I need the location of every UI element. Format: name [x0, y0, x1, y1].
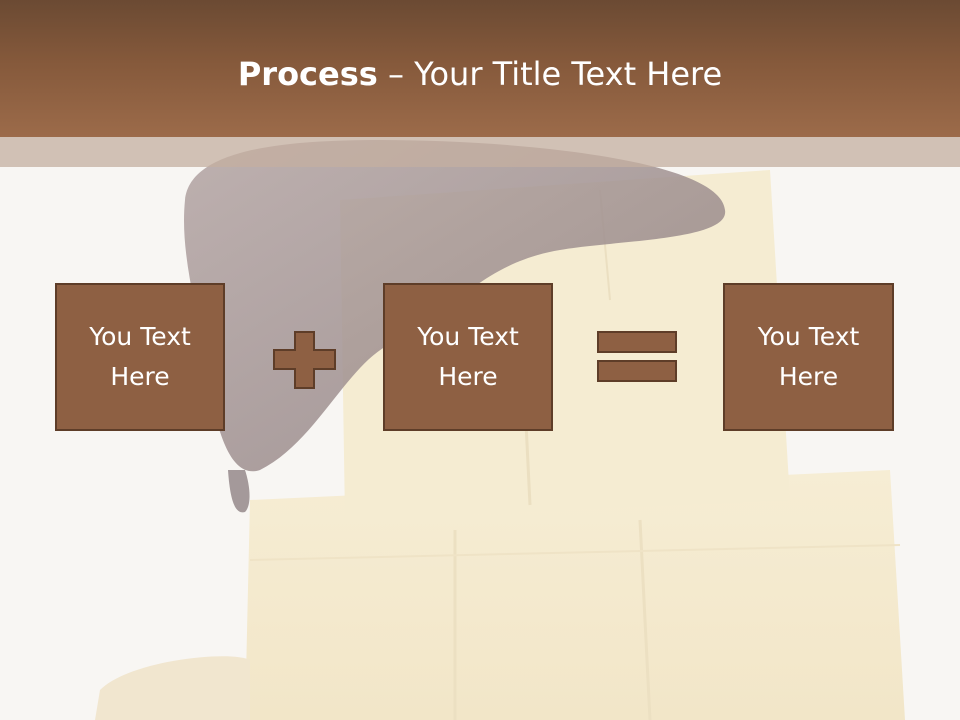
slide-title[interactable]: Process – Your Title Text Here: [0, 52, 960, 96]
process-box-3[interactable]: You Text Here: [723, 283, 894, 431]
process-box-label: You Text Here: [89, 322, 191, 391]
process-box-label: You Text Here: [417, 322, 519, 391]
title-bar: [0, 0, 960, 137]
equals-icon: [597, 331, 677, 382]
process-box-2[interactable]: You Text Here: [383, 283, 553, 431]
process-box-1[interactable]: You Text Here: [55, 283, 225, 431]
process-box-label: You Text Here: [757, 322, 860, 391]
title-rest-part: – Your Title Text Here: [377, 55, 723, 93]
plus-icon: [273, 331, 336, 389]
title-accent-strip: [0, 137, 960, 167]
title-bold-part: Process: [237, 55, 378, 93]
